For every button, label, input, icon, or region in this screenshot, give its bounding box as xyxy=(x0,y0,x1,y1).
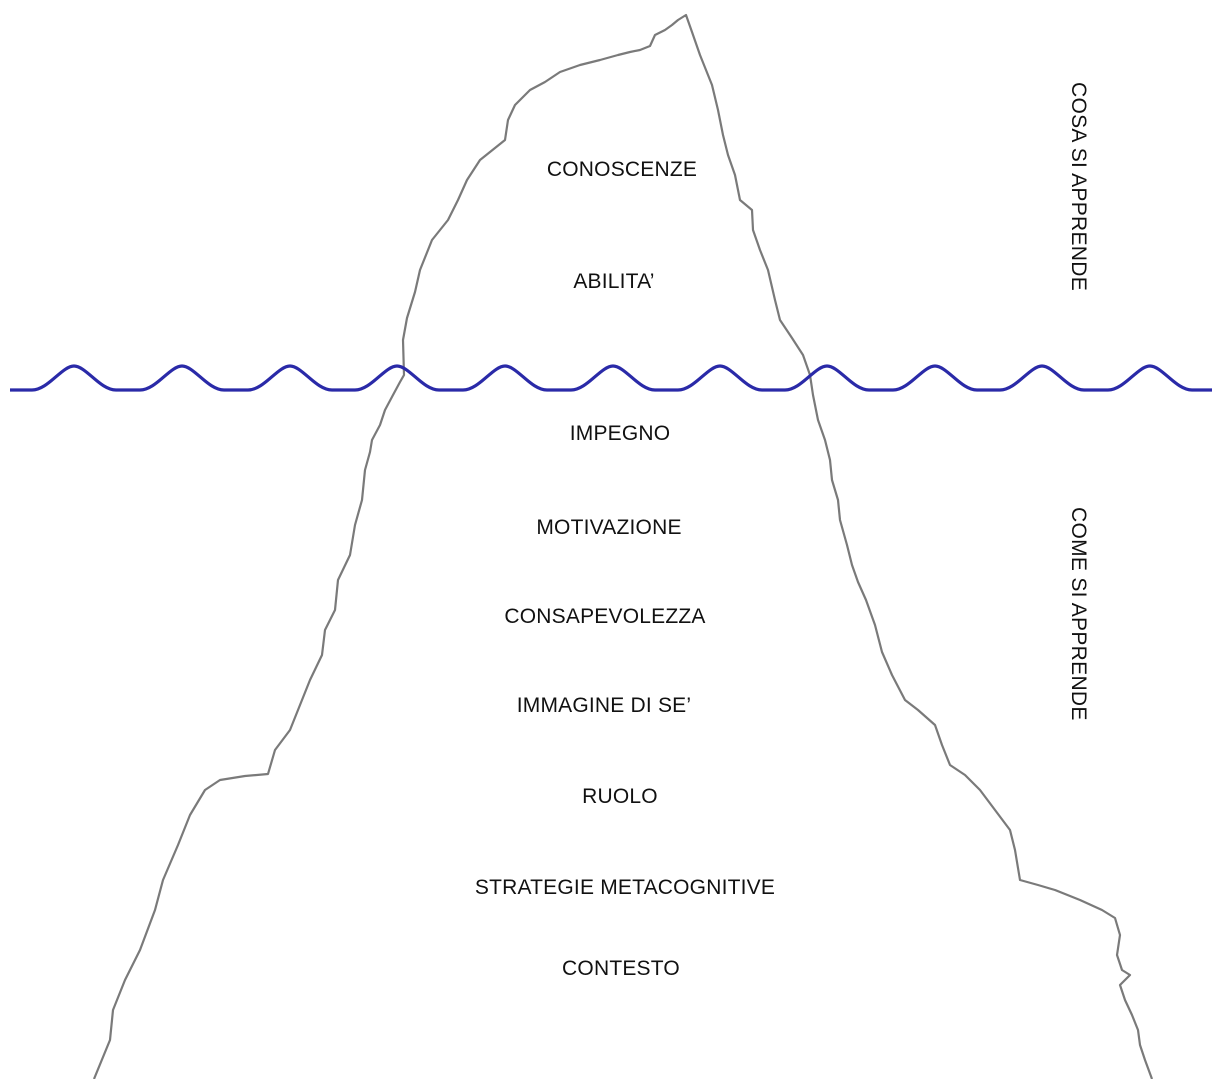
label-ruolo: RUOLO xyxy=(582,785,658,808)
label-impegno: IMPEGNO xyxy=(569,422,671,445)
water-line xyxy=(10,364,1212,392)
label-abilita: ABILITA’ xyxy=(573,270,655,293)
iceberg-outline xyxy=(92,13,1154,1079)
label-contesto: CONTESTO xyxy=(562,957,680,980)
label-immagine-di-se: IMMAGINE DI SE’ xyxy=(516,694,692,717)
side-label-come-si-apprende: COME SI APPRENDE xyxy=(1067,507,1090,721)
label-strategie-metacognitive: STRATEGIE METACOGNITIVE xyxy=(474,876,776,899)
side-label-cosa-si-apprende: COSA SI APPRENDE xyxy=(1067,82,1090,292)
label-conoscenze: CONOSCENZE xyxy=(546,158,698,181)
label-consapevolezza: CONSAPEVOLEZZA xyxy=(504,605,706,628)
label-motivazione: MOTIVAZIONE xyxy=(536,516,682,539)
